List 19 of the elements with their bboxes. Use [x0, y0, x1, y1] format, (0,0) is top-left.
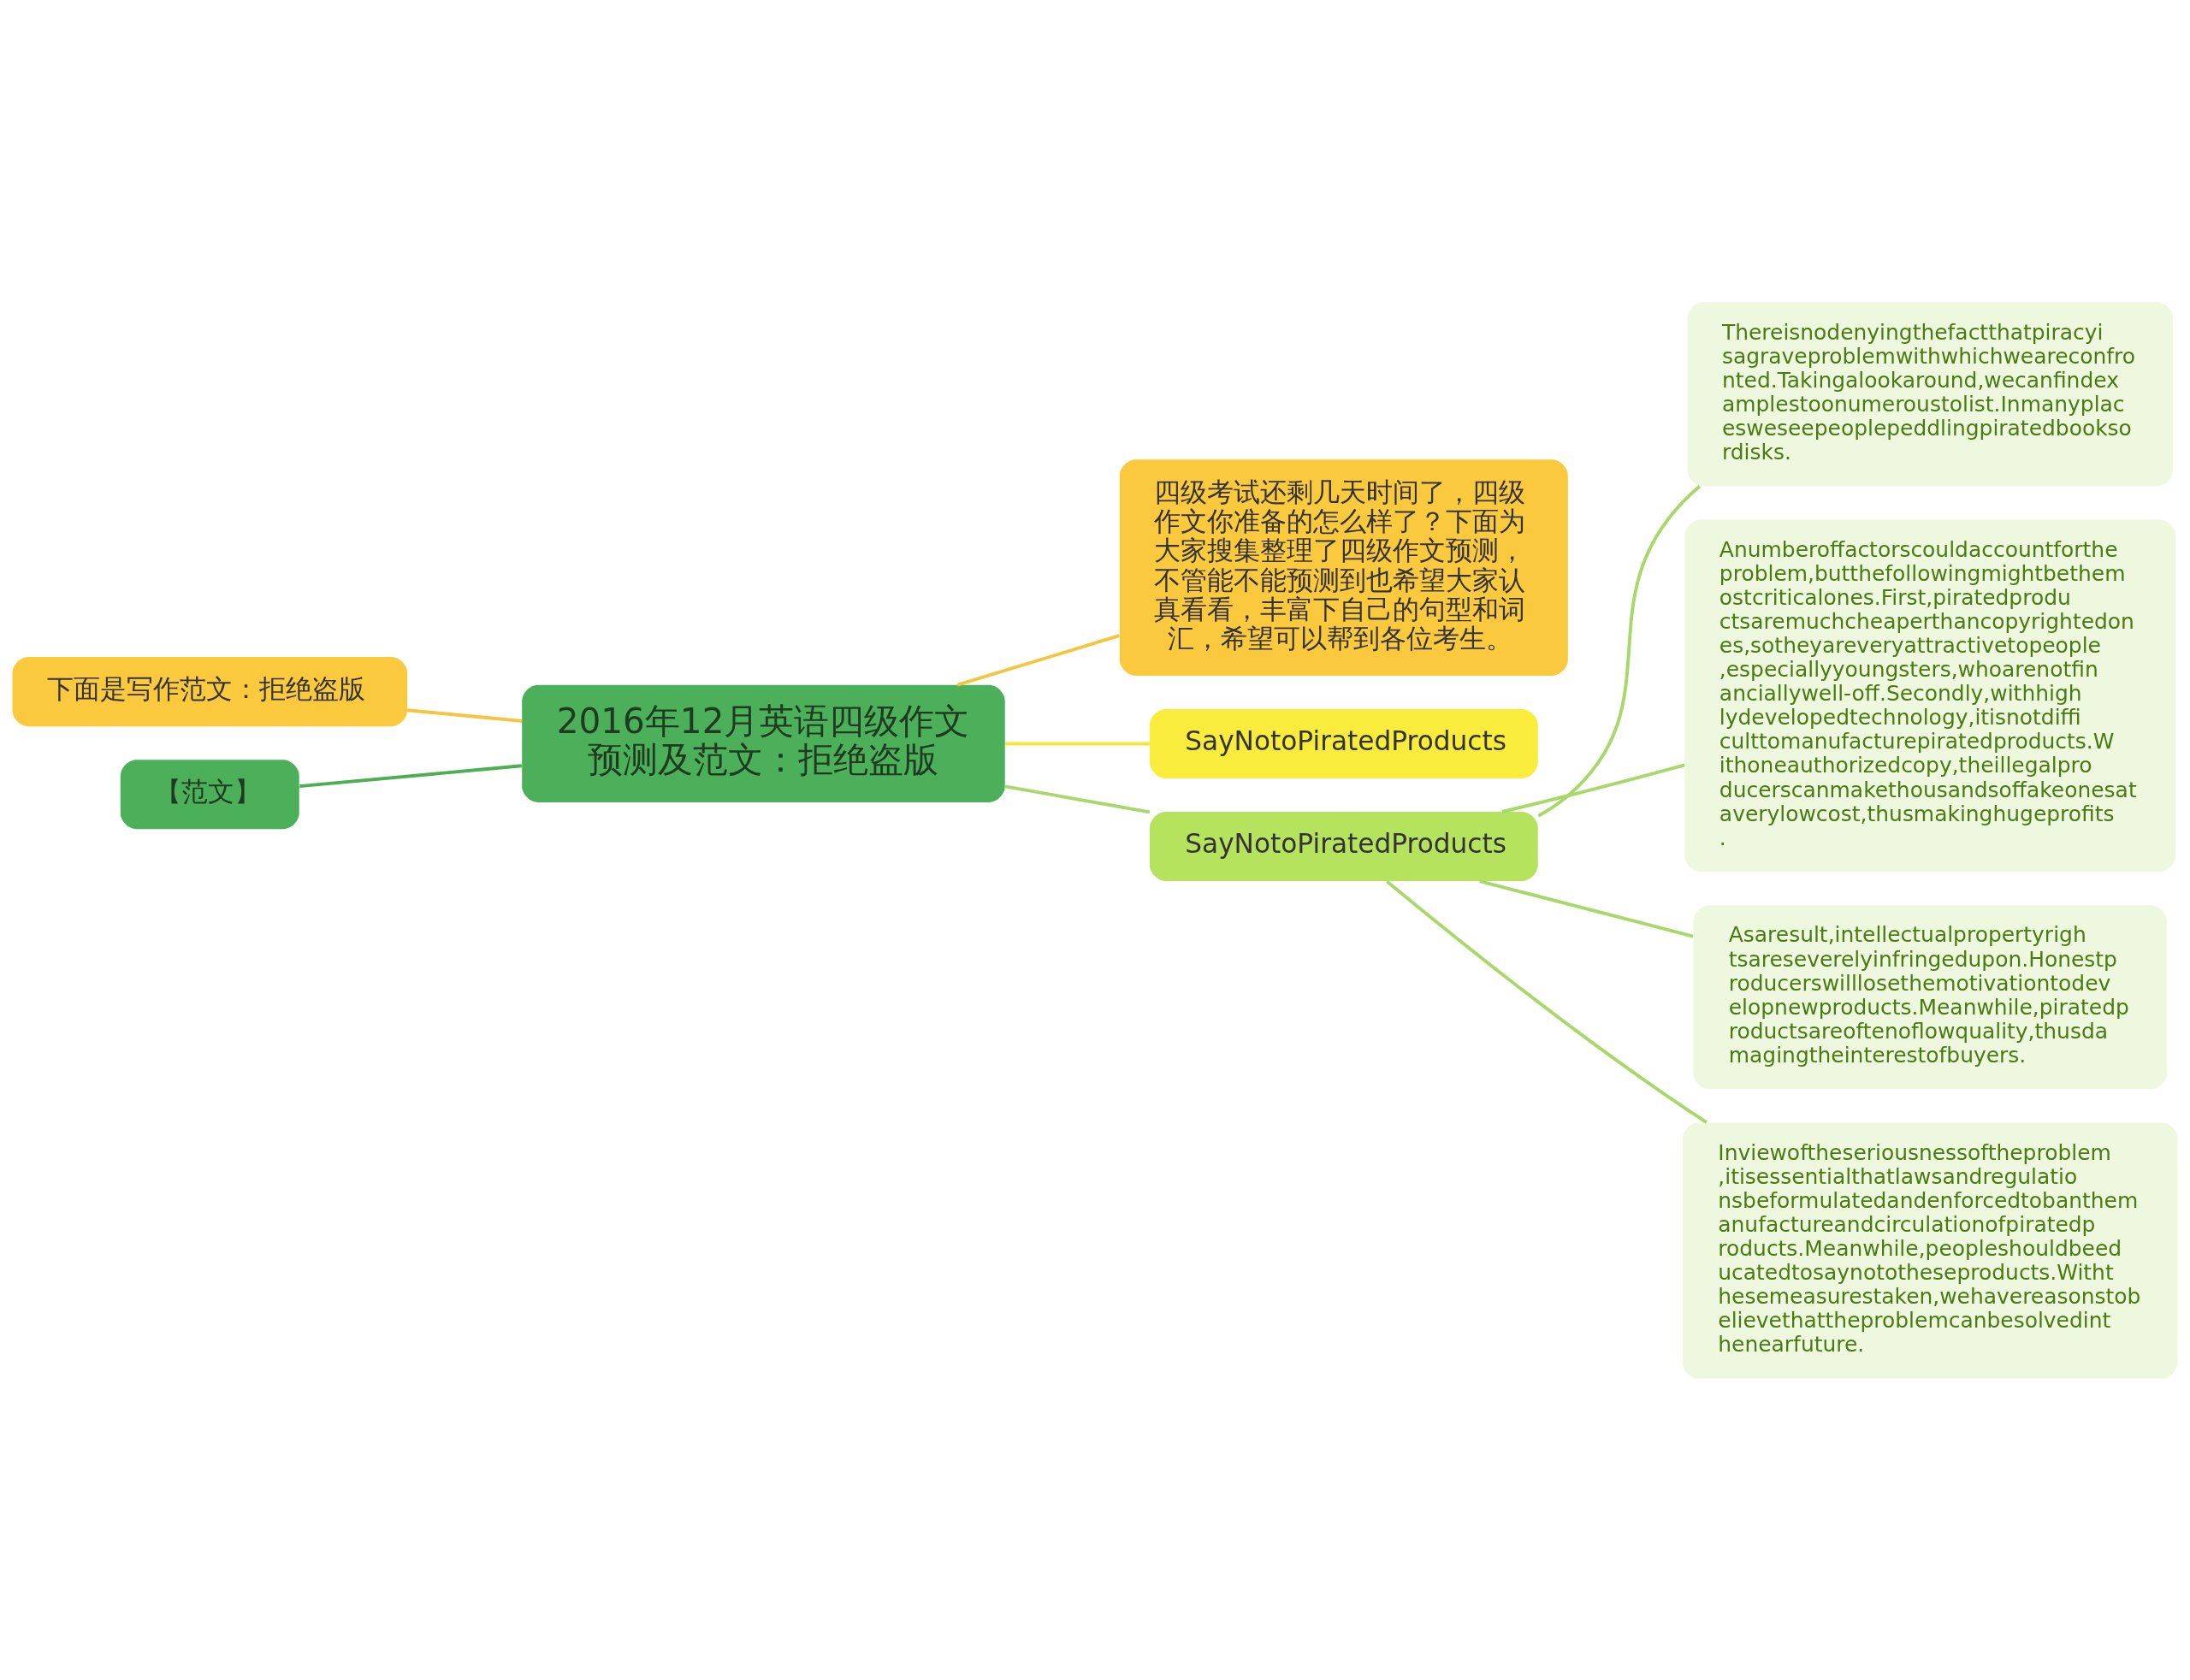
- connector: [956, 633, 1120, 687]
- connector: [1479, 878, 1694, 938]
- node-box: 【范文】: [120, 759, 299, 829]
- connector: [299, 763, 522, 788]
- node-box: 四级考试还剩几天时间了，四级作文你准备的怎么样了？下面为大家搜集整理了四级作文预测，不管能不能预测到也希望大家认真看看，丰富下自己的句型和词汇，希望可以帮到各位考生。: [1119, 458, 1568, 676]
- connector: [407, 707, 523, 723]
- node-box: SayNotoPiratedProducts: [1149, 811, 1538, 881]
- connector: [1501, 763, 1685, 813]
- node-box: Thereisnodenyingthefactthatpiracyisagraveproblemwithwhichweareconfronted.Takingalookaround,wecanfindexamplestoonumeroustolist.Inmanyplacesweseepeoplepeddlingpiratedbooksordisks.: [1687, 301, 2174, 486]
- node-box: 2016年12月英语四级作文预测及范文：拒绝盗版: [522, 684, 1005, 802]
- node-box: Anumberoffactorscouldaccountfortheproblem,butthefollowingmightbethemostcriticalones.First,piratedproductsaremuchcheaperthancopyrightedones,sotheyareveryattractivetopeople,especiallyyoungsters,whoarenotfinanciallywell-off.Secondly,withhighlydevelopedtechnology,itisnotdifficulttomanufacturepiratedproducts.Withoneauthorizedcopy,theillegalproducerscanmakethousandsoffakeonesataverylowcost,thusmakinghugeprofits.: [1684, 518, 2176, 872]
- connector: [1537, 484, 1702, 817]
- connector: [1004, 784, 1151, 813]
- connector: [1005, 742, 1150, 745]
- connector: [1386, 879, 1708, 1124]
- node-box: SayNotoPiratedProducts: [1149, 708, 1538, 778]
- node-box: 下面是写作范文：拒绝盗版: [12, 656, 408, 726]
- node-box: Asaresult,intellectualpropertyrightsareseverelyinfringedupon.Honestproducerswilllosethemotivationtodevelopnewproducts.Meanwhile,piratedproductsareoftenoflowquality,thusdamagingtheinterestofbuyers.: [1693, 904, 2168, 1089]
- node-box: Inviewoftheseriousnessoftheproblem,itisessentialthatlawsandregulationsbeformulatedandenforcedtobanthemanufactureandcirculationofpiratedproducts.Meanwhile,peopleshouldbeeducatedtosaynototheseproducts.Withthesemeasurestaken,wehavereasonstobelievethattheproblemcanbesolvedinthenearfuture.: [1682, 1121, 2178, 1379]
